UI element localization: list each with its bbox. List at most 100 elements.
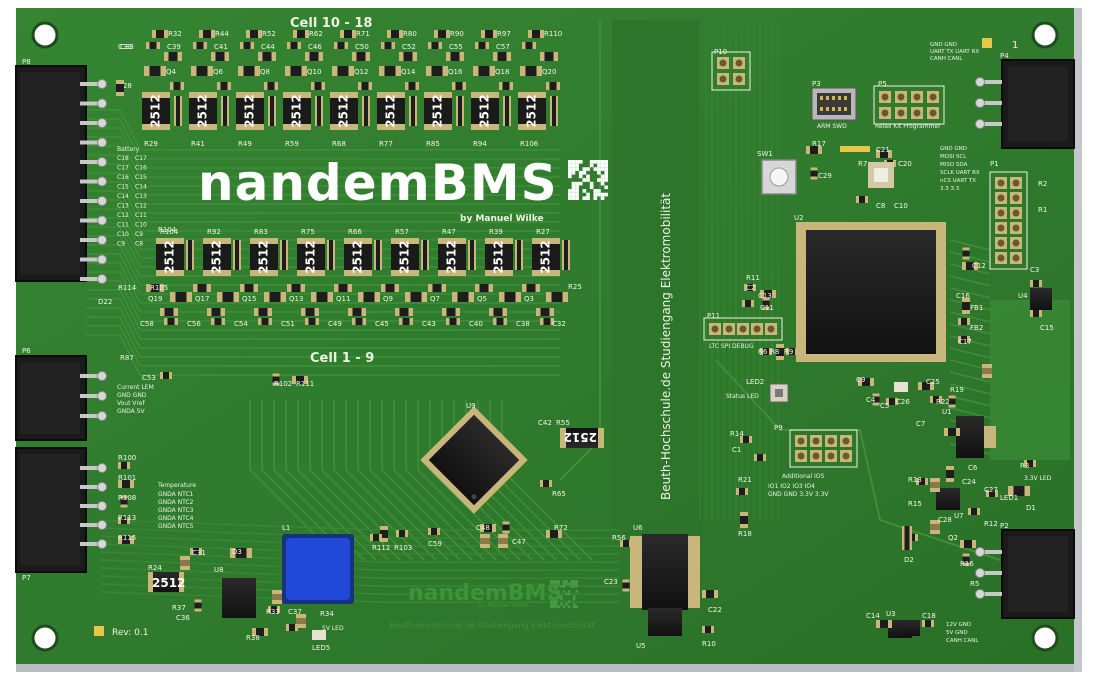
svg-text:C16: C16	[117, 174, 129, 181]
p7-pins	[80, 463, 107, 549]
svg-text:R19: R19	[950, 386, 964, 394]
smd-part	[387, 30, 403, 38]
svg-text:R80: R80	[403, 30, 417, 38]
led5	[312, 630, 326, 640]
svg-text:R7: R7	[858, 160, 867, 168]
svg-text:P7: P7	[22, 574, 31, 582]
smd-part	[962, 553, 970, 566]
smd-part	[960, 540, 976, 548]
smd-part	[456, 96, 464, 126]
svg-text:R49: R49	[238, 140, 252, 148]
university-bottom-label: Beuth-Hochschule.de Studiengang Elektrom…	[390, 621, 595, 630]
svg-text:C47: C47	[512, 538, 526, 546]
smd-part	[396, 530, 408, 537]
smd-part	[352, 52, 370, 61]
svg-text:2512: 2512	[152, 576, 185, 590]
svg-text:2512: 2512	[210, 240, 224, 273]
p10-ref: P10	[714, 48, 727, 56]
smd-part	[1008, 486, 1030, 496]
logo-author: by Manuel Wilke	[460, 214, 544, 224]
svg-text:R6: R6	[758, 348, 768, 356]
svg-text:R25: R25	[568, 283, 582, 291]
svg-text:R41: R41	[191, 140, 205, 148]
svg-text:C14: C14	[866, 612, 880, 620]
smd-part	[230, 548, 252, 558]
svg-text:D1: D1	[1026, 504, 1036, 512]
svg-text:C10: C10	[894, 202, 908, 210]
u5-chip: U5	[636, 608, 682, 650]
smd-part	[930, 396, 942, 403]
resistor-2512: 2512	[471, 92, 499, 130]
status-led-label: Status LED	[726, 393, 759, 400]
smd-part	[480, 524, 496, 532]
smd-part	[254, 308, 272, 316]
p1-ref: P1	[990, 160, 999, 168]
smd-part	[358, 292, 380, 302]
led5-label: 5V LED	[322, 625, 344, 632]
smd-part	[760, 290, 776, 298]
svg-text:C41: C41	[214, 43, 228, 51]
svg-text:3.3 3.3: 3.3 3.3	[940, 186, 960, 192]
svg-text:Q5: Q5	[477, 295, 487, 303]
svg-text:R113: R113	[118, 514, 136, 522]
smd-part	[528, 30, 544, 38]
svg-text:D2: D2	[904, 556, 914, 564]
svg-text:R17: R17	[812, 140, 826, 148]
smd-part	[352, 318, 366, 325]
header-p5	[873, 85, 945, 125]
smd-part	[858, 378, 874, 386]
resistor-r55-chip: 2512	[560, 428, 604, 448]
smd-part	[1024, 460, 1036, 467]
smd-part	[305, 318, 319, 325]
smd-part	[473, 66, 495, 76]
smd-part	[446, 318, 460, 325]
pcb-edge-right	[1074, 8, 1082, 672]
smd-part	[442, 308, 460, 316]
smd-part	[475, 284, 493, 292]
svg-text:Q4: Q4	[166, 68, 177, 76]
svg-text:2512: 2512	[525, 94, 539, 127]
smd-part	[221, 96, 229, 126]
smd-part	[405, 292, 427, 302]
small-logo: nandemBMS	[408, 581, 562, 606]
smd-part	[428, 528, 440, 535]
smd-part	[293, 30, 309, 38]
mounting-hole-icon	[31, 21, 59, 49]
u9-ref: U9	[466, 402, 476, 410]
smd-part	[754, 454, 766, 461]
svg-text:R24: R24	[148, 564, 162, 572]
smd-part	[918, 382, 934, 390]
header-p1	[989, 171, 1028, 270]
svg-text:R59: R59	[285, 140, 299, 148]
svg-text:C27: C27	[984, 486, 998, 494]
fiducial-icon	[982, 38, 992, 48]
svg-text:C44: C44	[261, 43, 275, 51]
svg-text:R108: R108	[118, 494, 136, 502]
smd-part	[922, 620, 934, 627]
svg-text:MISO SDA: MISO SDA	[940, 162, 968, 168]
svg-text:R21: R21	[738, 476, 752, 484]
smd-part	[252, 628, 268, 636]
svg-text:C33: C33	[118, 43, 132, 51]
svg-text:R33: R33	[266, 608, 280, 616]
smd-part	[348, 308, 366, 316]
svg-text:2512: 2512	[290, 94, 304, 127]
svg-text:C11: C11	[117, 222, 129, 229]
resistor-2512: 2512	[236, 92, 264, 130]
smd-part	[315, 96, 323, 126]
smd-part	[174, 96, 182, 126]
u8-chip: U8	[214, 566, 256, 618]
smd-part	[305, 52, 323, 61]
smd-part	[409, 96, 417, 126]
svg-text:Q11: Q11	[336, 295, 350, 303]
smd-part	[622, 579, 630, 592]
svg-text:C21: C21	[876, 146, 890, 154]
svg-text:R13: R13	[908, 476, 922, 484]
svg-text:C5: C5	[880, 402, 889, 410]
svg-text:Q13: Q13	[289, 295, 303, 303]
u7-chip: U7	[936, 488, 964, 520]
